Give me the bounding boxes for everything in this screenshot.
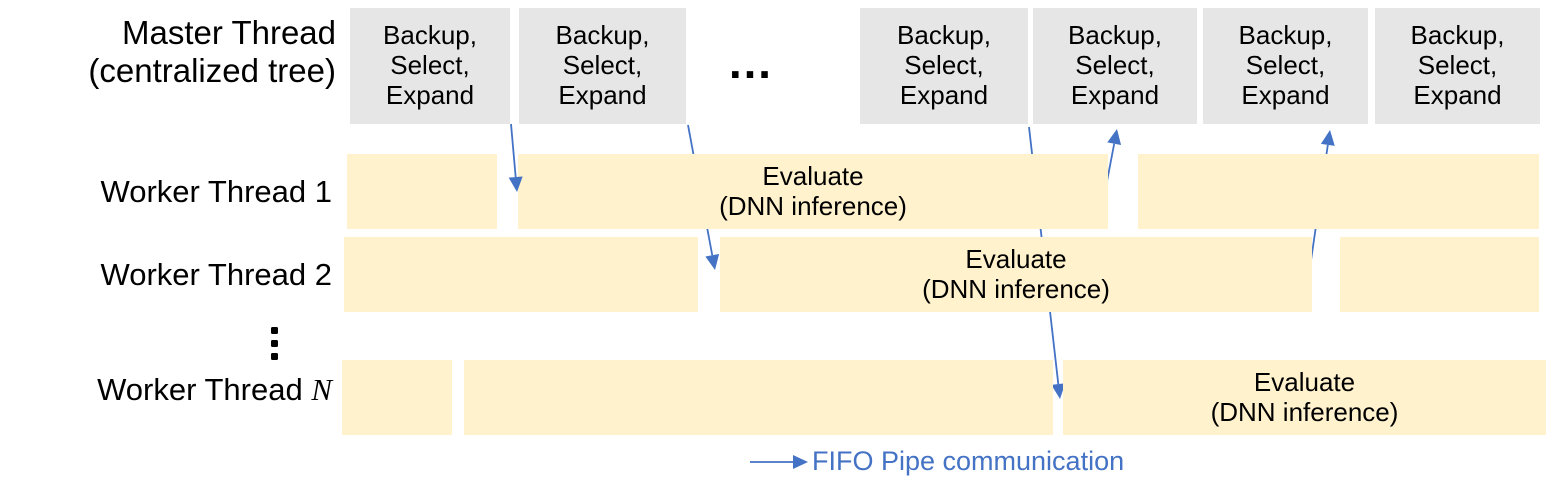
master-task-box-5: Backup, Select, Expand: [1203, 8, 1368, 124]
worker-thread-1-label: Worker Thread 1: [0, 154, 332, 229]
ellipsis-dot: [271, 340, 278, 347]
worker2-evaluate-box: Evaluate (DNN inference): [720, 237, 1312, 312]
workerN-segment-box: [464, 360, 1053, 435]
master-task-box-3: Backup, Select, Expand: [860, 8, 1028, 124]
worker-thread-n-label-text: Worker Thread: [97, 372, 312, 407]
legend-label: FIFO Pipe communication: [812, 446, 1125, 476]
master-task-box-2: Backup, Select, Expand: [519, 8, 686, 124]
worker1-evaluate-box: Evaluate (DNN inference): [518, 154, 1108, 229]
workerN-evaluate-box: Evaluate (DNN inference): [1063, 360, 1546, 435]
master-task-box-1: Backup, Select, Expand: [350, 8, 510, 124]
worker-thread-2-label-text: Worker Thread: [100, 257, 315, 292]
worker-thread-1-label-text: Worker Thread: [100, 174, 315, 209]
worker-thread-2-label: Worker Thread 2: [0, 237, 332, 312]
master-task-box-4: Backup, Select, Expand: [1033, 8, 1197, 124]
pipe-master1-to-worker1-line: [510, 123, 517, 178]
pipe-worker1-to-master4-head: [1107, 129, 1122, 146]
legend-arrow-head: [793, 455, 808, 469]
worker-thread-2-number: 2: [314, 257, 332, 292]
ellipsis-dot: [271, 353, 278, 360]
worker2-segment-box: [1340, 237, 1539, 312]
worker2-segment-box: [344, 237, 698, 312]
master-task-box-6: Backup, Select, Expand: [1375, 8, 1540, 124]
ellipsis-dot: [271, 327, 278, 334]
worker-rows-ellipsis-icon: [271, 327, 278, 360]
worker-thread-n-number: N: [311, 372, 332, 407]
worker-thread-n-label: Worker Thread N: [0, 352, 332, 427]
worker1-segment-box: [1138, 154, 1539, 229]
master-thread-label: Master Thread (centralized tree): [88, 14, 336, 89]
workerN-segment-box: [342, 360, 452, 435]
master-tasks-ellipsis: …: [727, 36, 773, 88]
worker1-segment-box: [347, 154, 497, 229]
pipe-worker2-to-master5-head: [1320, 130, 1335, 146]
worker-thread-1-number: 1: [314, 174, 332, 209]
pipe-master2-to-worker2-head: [705, 253, 720, 270]
